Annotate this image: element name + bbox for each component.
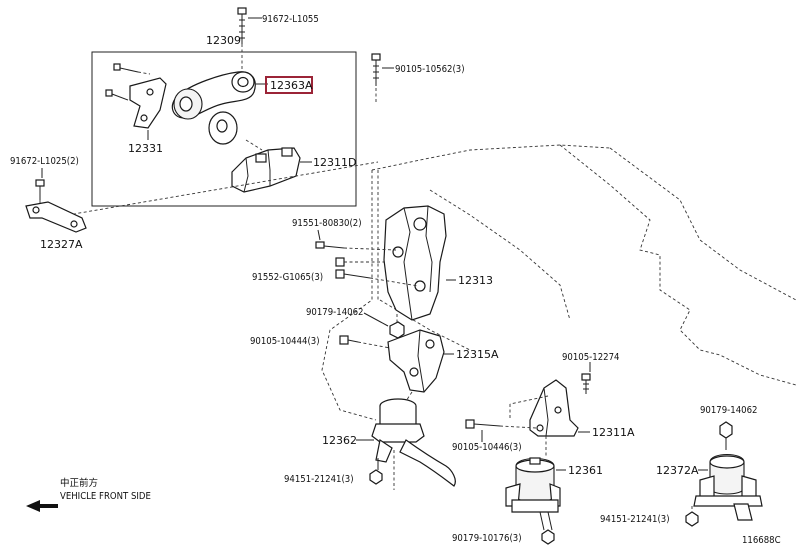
label-91672-l1025: 91672-L1025(2) [10,156,79,167]
assembly-box-12309 [91,51,357,207]
label-12363a: 12363A [270,79,313,92]
label-12361: 12361 [568,464,603,477]
label-91552-g1065: 91552-G1065(3) [252,272,323,283]
label-90105-10446: 90105-10446(3) [452,442,522,453]
label-12313: 12313 [458,274,493,287]
bracket-12311a [509,379,579,458]
engine-mount-12361 [505,457,561,531]
bracket-12313 [383,205,447,321]
label-12309: 12309 [206,34,241,47]
label-12327a: 12327A [40,238,83,251]
label-90179-14062-right: 90179-14062 [700,405,757,416]
nut-90179-10176 [541,529,555,545]
direction-label: VEHICLE FRONT SIDE [60,491,151,502]
label-90105-10562: 90105-10562(3) [395,64,465,75]
label-94151-21241-right: 94151-21241(3) [600,514,670,525]
bolt-90105-10562 [371,53,381,104]
bolt-91552-g1065 [335,257,419,287]
label-94151-21241-left: 94151-21241(3) [284,474,354,485]
bolt-90105-10446 [465,419,537,429]
engine-mount-12372a [693,421,763,521]
nut-94151-21241-left [369,469,383,485]
torque-rod-12363a [171,71,256,120]
bracket-12311d [231,139,301,193]
nut-94151-21241-right [685,506,699,527]
label-90179-14062-upper: 90179-14062 [306,307,363,318]
bracket-12315a [387,329,445,405]
label-12362: 12362 [322,434,357,447]
bracket-12327a [25,201,87,233]
bolt-90105-12274 [581,373,591,394]
vehicle-front-arrow-icon [26,500,58,512]
label-91672-l1055: 91672-L1055 [262,14,319,25]
label-90179-10176: 90179-10176(3) [452,533,522,544]
bolt-91551-80830 [315,241,397,251]
direction-cjk-label: 中正前方 [60,477,98,489]
bolt-91672-l1055 [237,7,247,72]
label-12331: 12331 [128,142,163,155]
spacer-washer [208,111,238,145]
nut-90179-14062-upper [389,314,405,339]
leader-12327a-to-engine [61,161,379,217]
highlight-box-12363a [265,76,313,94]
label-90105-12274: 90105-12274 [562,352,619,363]
label-91551-80830: 91551-80830(2) [292,218,362,229]
bolt-91672-l1025 [35,179,45,206]
label-90105-10444: 90105-10444(3) [250,336,320,347]
label-12311d: 12311D [313,156,356,169]
engine-mount-12362 [371,398,456,490]
bolt-90105-10444 [339,335,391,349]
label-12372a: 12372A [656,464,699,477]
label-12311a: 12311A [592,426,635,439]
label-12315a: 12315A [456,348,499,361]
bracket-12331 [105,63,167,129]
figure-id: 116688C [742,535,781,546]
